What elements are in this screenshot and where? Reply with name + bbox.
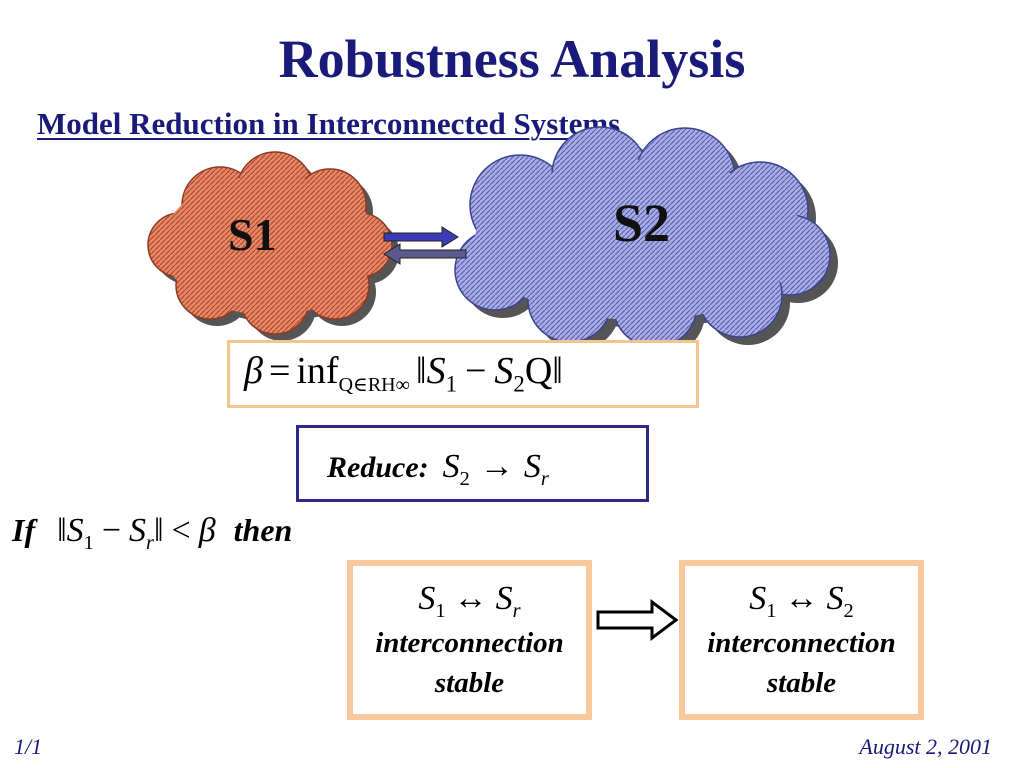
s2-symbol: S	[826, 580, 844, 617]
inf-subscript: Q∈RH∞	[338, 374, 410, 396]
page-title: Robustness Analysis	[278, 29, 746, 89]
implies-arrow-icon	[596, 599, 679, 641]
cloud-s1	[147, 151, 393, 335]
result-box-reduced: S1↔Sr interconnection stable	[347, 560, 592, 720]
reduce-statement: Reduce: S2→Sr	[327, 448, 549, 491]
norm-bar-left: ‖	[57, 512, 67, 549]
norm-bar-right: ‖	[552, 350, 563, 392]
s2-symbol: S	[494, 350, 514, 392]
s1-subscript: 1	[445, 371, 457, 397]
s1-symbol: S	[749, 580, 767, 617]
less-than-sign: <	[171, 512, 191, 549]
cloud-s2	[454, 126, 831, 348]
condition-line: If ‖S1−Sr‖<β then	[12, 512, 292, 555]
sr-symbol: S	[495, 580, 513, 617]
q-symbol: Q	[524, 350, 553, 392]
bidirectional-arrow-icon: ↔	[784, 580, 819, 617]
inf-operator: inf	[296, 350, 339, 392]
page-subtitle: Model Reduction in Interconnected System…	[37, 106, 621, 141]
result-line-1: interconnection	[707, 626, 896, 659]
beta-symbol: β	[198, 512, 216, 549]
result-line-1: interconnection	[375, 626, 564, 659]
s1-subscript: 1	[83, 531, 94, 554]
sr-subscript: r	[146, 531, 154, 554]
reduce-label: Reduce:	[327, 451, 429, 484]
beta-formula: β=infQ∈RH∞‖S1−S2Q‖	[244, 349, 563, 398]
s1-subscript: 1	[766, 599, 777, 622]
result-line-2: stable	[434, 666, 505, 699]
sr-subscript: r	[540, 467, 549, 490]
result-box-original: S1↔S2 interconnection stable	[679, 560, 924, 720]
then-label: then	[233, 512, 293, 548]
slide-date: August 2, 2001	[859, 734, 992, 759]
beta-symbol: β	[244, 350, 263, 392]
relation-s1-s2: S1↔S2	[685, 580, 918, 623]
norm-bar-right: ‖	[153, 512, 164, 549]
s2-subscript: 2	[843, 599, 854, 622]
reduce-box: Reduce: S2→Sr	[296, 425, 649, 502]
norm-bar-left: ‖	[415, 350, 427, 392]
minus-sign: −	[464, 350, 487, 392]
s2-symbol: S	[442, 448, 460, 485]
minus-sign: −	[101, 512, 122, 549]
s2-subscript: 2	[459, 467, 470, 490]
cloud-s1-label: S1	[228, 209, 277, 260]
s1-symbol: S	[66, 512, 84, 549]
s1-subscript: 1	[435, 599, 446, 622]
s1-symbol: S	[418, 580, 436, 617]
reduce-arrow-icon: →	[479, 448, 514, 485]
interconnection-arrows	[383, 226, 467, 265]
s2-subscript: 2	[513, 371, 525, 397]
sr-symbol: S	[129, 512, 147, 549]
cloud-s2-label: S2	[613, 193, 671, 253]
if-label: If	[12, 512, 36, 548]
relation-s1-sr: S1↔Sr	[353, 580, 586, 623]
sr-symbol: S	[523, 448, 541, 485]
sr-subscript: r	[512, 599, 521, 622]
bidirectional-arrow-icon: ↔	[453, 580, 488, 617]
slide-number: 1/1	[14, 734, 43, 759]
result-line-2: stable	[766, 666, 837, 699]
beta-formula-box: β=infQ∈RH∞‖S1−S2Q‖	[227, 340, 699, 408]
equals-sign: =	[268, 350, 291, 392]
s1-symbol: S	[426, 350, 446, 392]
